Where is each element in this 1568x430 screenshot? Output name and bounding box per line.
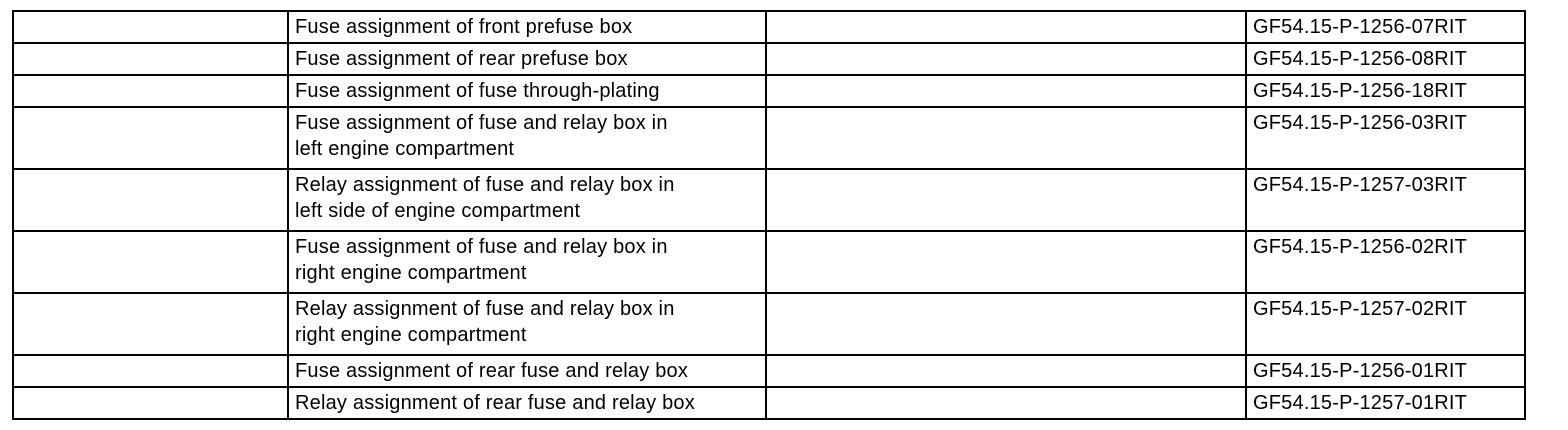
table-row: Fuse assignment of fuse through-plating … [12, 74, 1526, 108]
document-code-cell[interactable]: GF54.15-P-1256-18RIT [1245, 74, 1526, 108]
left-spacer-cell [12, 10, 289, 44]
document-code-cell[interactable]: GF54.15-P-1256-01RIT [1245, 354, 1526, 388]
table-row: Fuse assignment of rear prefuse box GF54… [12, 42, 1526, 76]
document-code-cell[interactable]: GF54.15-P-1257-03RIT [1245, 168, 1526, 232]
description-cell: Fuse assignment of rear fuse and relay b… [287, 354, 767, 388]
table-row: Fuse assignment of fuse and relay box in… [12, 230, 1526, 294]
middle-spacer-cell [765, 74, 1247, 108]
description-cell: Fuse assignment of fuse through-plating [287, 74, 767, 108]
description-cell: Fuse assignment of fuse and relay box in… [287, 106, 767, 170]
middle-spacer-cell [765, 292, 1247, 356]
middle-spacer-cell [765, 354, 1247, 388]
description-cell: Relay assignment of fuse and relay box i… [287, 292, 767, 356]
table-row: Fuse assignment of rear fuse and relay b… [12, 354, 1526, 388]
document-code-cell[interactable]: GF54.15-P-1256-07RIT [1245, 10, 1526, 44]
table-row: Fuse assignment of fuse and relay box in… [12, 106, 1526, 170]
document-code-cell[interactable]: GF54.15-P-1256-02RIT [1245, 230, 1526, 294]
table-row: Relay assignment of rear fuse and relay … [12, 386, 1526, 420]
description-cell: Relay assignment of fuse and relay box i… [287, 168, 767, 232]
description-cell: Fuse assignment of fuse and relay box in… [287, 230, 767, 294]
middle-spacer-cell [765, 10, 1247, 44]
left-spacer-cell [12, 42, 289, 76]
middle-spacer-cell [765, 168, 1247, 232]
middle-spacer-cell [765, 230, 1247, 294]
left-spacer-cell [12, 230, 289, 294]
left-spacer-cell [12, 292, 289, 356]
description-cell: Fuse assignment of rear prefuse box [287, 42, 767, 76]
document-code-cell[interactable]: GF54.15-P-1256-03RIT [1245, 106, 1526, 170]
document-code-cell[interactable]: GF54.15-P-1257-01RIT [1245, 386, 1526, 420]
document-reference-table: Fuse assignment of front prefuse box GF5… [12, 10, 1526, 420]
middle-spacer-cell [765, 42, 1247, 76]
table-row: Fuse assignment of front prefuse box GF5… [12, 10, 1526, 44]
middle-spacer-cell [765, 386, 1247, 420]
left-spacer-cell [12, 74, 289, 108]
table-row: Relay assignment of fuse and relay box i… [12, 292, 1526, 356]
left-spacer-cell [12, 106, 289, 170]
description-cell: Fuse assignment of front prefuse box [287, 10, 767, 44]
left-spacer-cell [12, 168, 289, 232]
description-cell: Relay assignment of rear fuse and relay … [287, 386, 767, 420]
document-code-cell[interactable]: GF54.15-P-1257-02RIT [1245, 292, 1526, 356]
document-code-cell[interactable]: GF54.15-P-1256-08RIT [1245, 42, 1526, 76]
left-spacer-cell [12, 386, 289, 420]
left-spacer-cell [12, 354, 289, 388]
table-row: Relay assignment of fuse and relay box i… [12, 168, 1526, 232]
middle-spacer-cell [765, 106, 1247, 170]
